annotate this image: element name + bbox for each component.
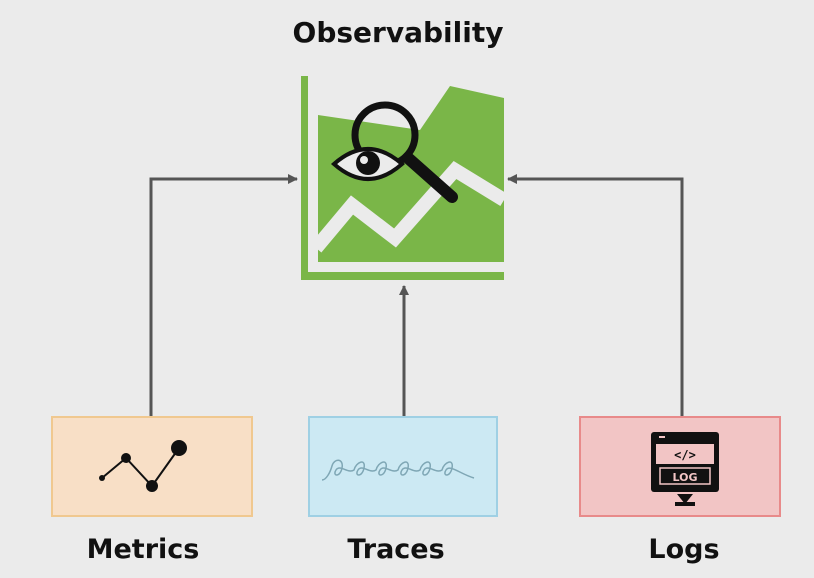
arrow-metrics-to-observability — [149, 174, 298, 416]
observability-chart-magnifier-icon — [301, 76, 508, 280]
logs-label: Logs — [648, 534, 720, 565]
metrics-box — [51, 416, 253, 517]
traces-label: Traces — [347, 534, 445, 565]
metrics-label: Metrics — [86, 534, 200, 565]
logs-box: </> LOG — [579, 416, 781, 517]
arrow-logs-to-observability — [507, 174, 684, 416]
trace-loops-icon — [321, 459, 475, 481]
traces-box — [308, 416, 498, 517]
logs-code-glyph: </> — [674, 448, 696, 462]
logs-icon-text: LOG — [673, 471, 698, 484]
diagram-title: Observability — [292, 16, 504, 49]
line-chart-icon — [99, 440, 187, 492]
log-monitor-icon: </> LOG — [651, 432, 719, 506]
